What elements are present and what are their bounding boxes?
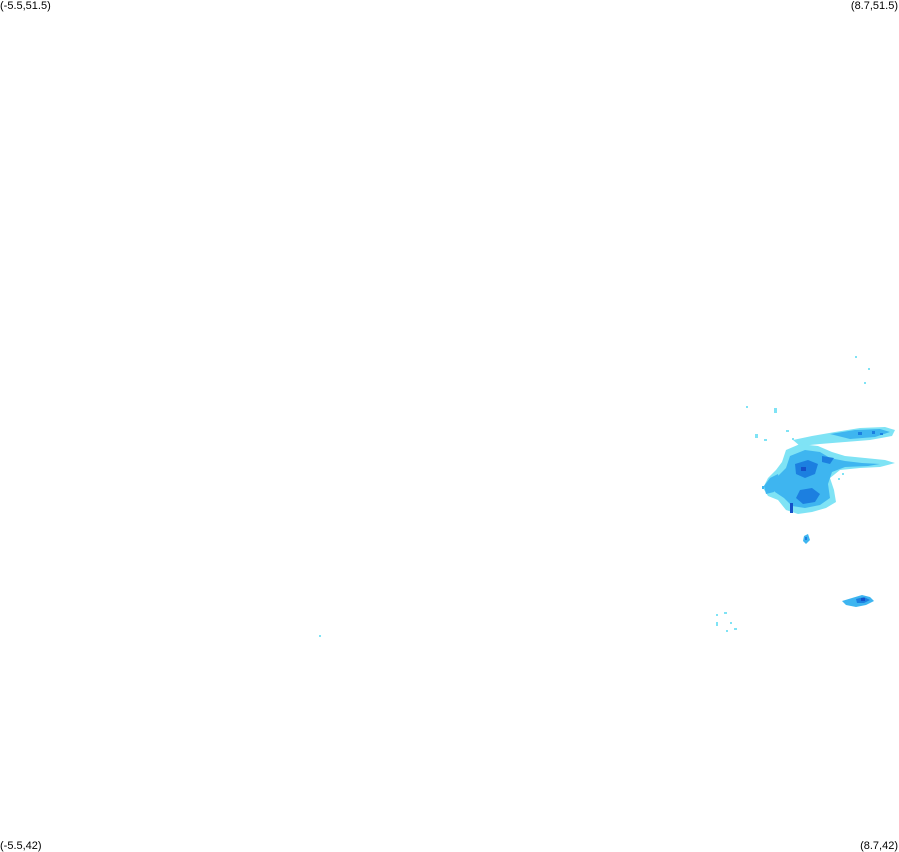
precip-cell-southeast	[842, 595, 874, 607]
corner-label-bottom-right: (8.7,42)	[860, 840, 898, 852]
precip-cell-small-south	[803, 534, 810, 544]
precip-cell-main	[763, 444, 895, 514]
corner-label-top-left: (-5.5,51.5)	[0, 0, 51, 12]
precip-cell-north-band	[793, 427, 895, 446]
corner-label-bottom-left: (-5.5,42)	[0, 840, 42, 852]
precip-scatter-southwest	[319, 612, 737, 637]
corner-label-top-right: (8.7,51.5)	[850, 0, 898, 12]
precip-scatter-northeast	[746, 356, 870, 489]
